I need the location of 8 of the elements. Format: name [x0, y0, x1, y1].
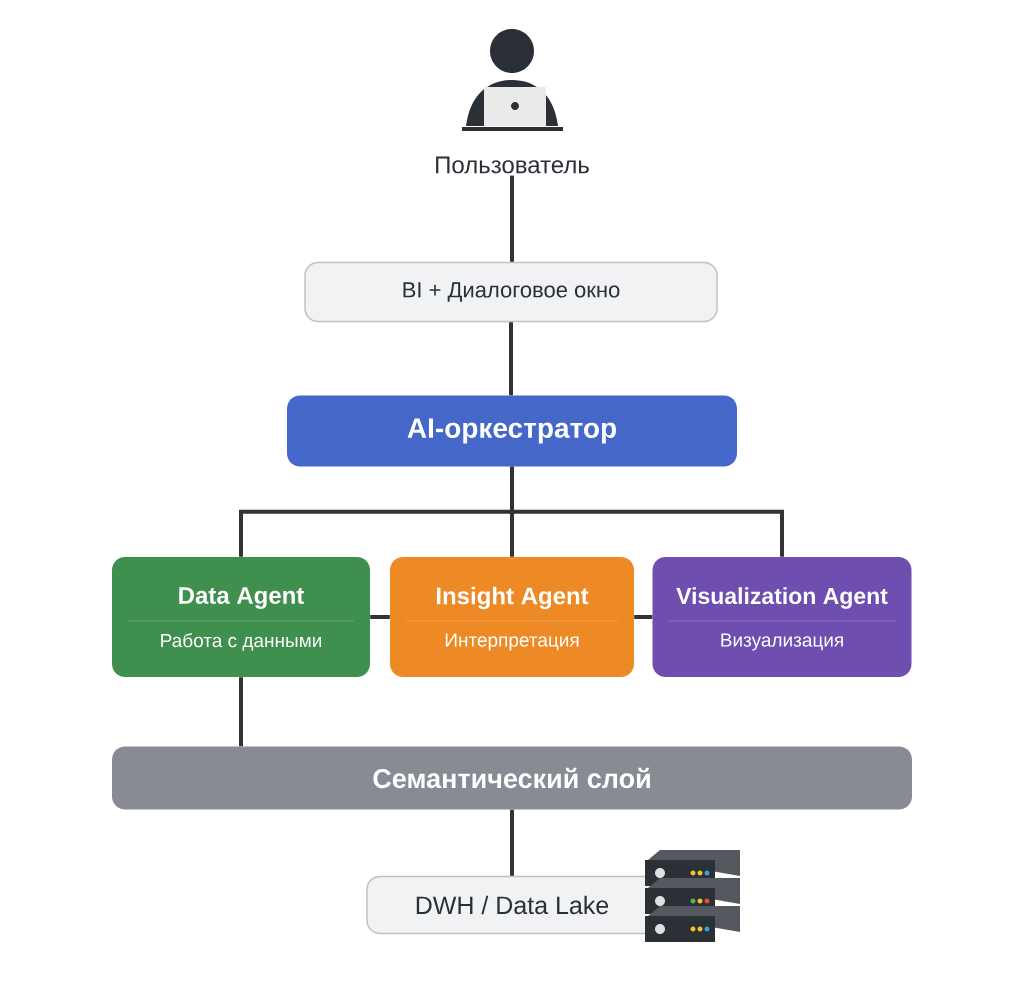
storage-box: DWH / Data Lake — [366, 875, 658, 935]
agent-card: Visualization Agent Визуализация — [652, 557, 912, 677]
user-label: Пользователь — [436, 156, 589, 174]
agent-card: Insight Agent Интерпретация — [390, 557, 634, 677]
layer-band: Семантический слой — [112, 746, 912, 810]
agent-card: Data Agent Работа с данными — [112, 557, 370, 677]
interface-box: BI + Диалоговое окно — [304, 261, 718, 323]
orchestrator-box: AI-оркестратор — [287, 395, 737, 467]
